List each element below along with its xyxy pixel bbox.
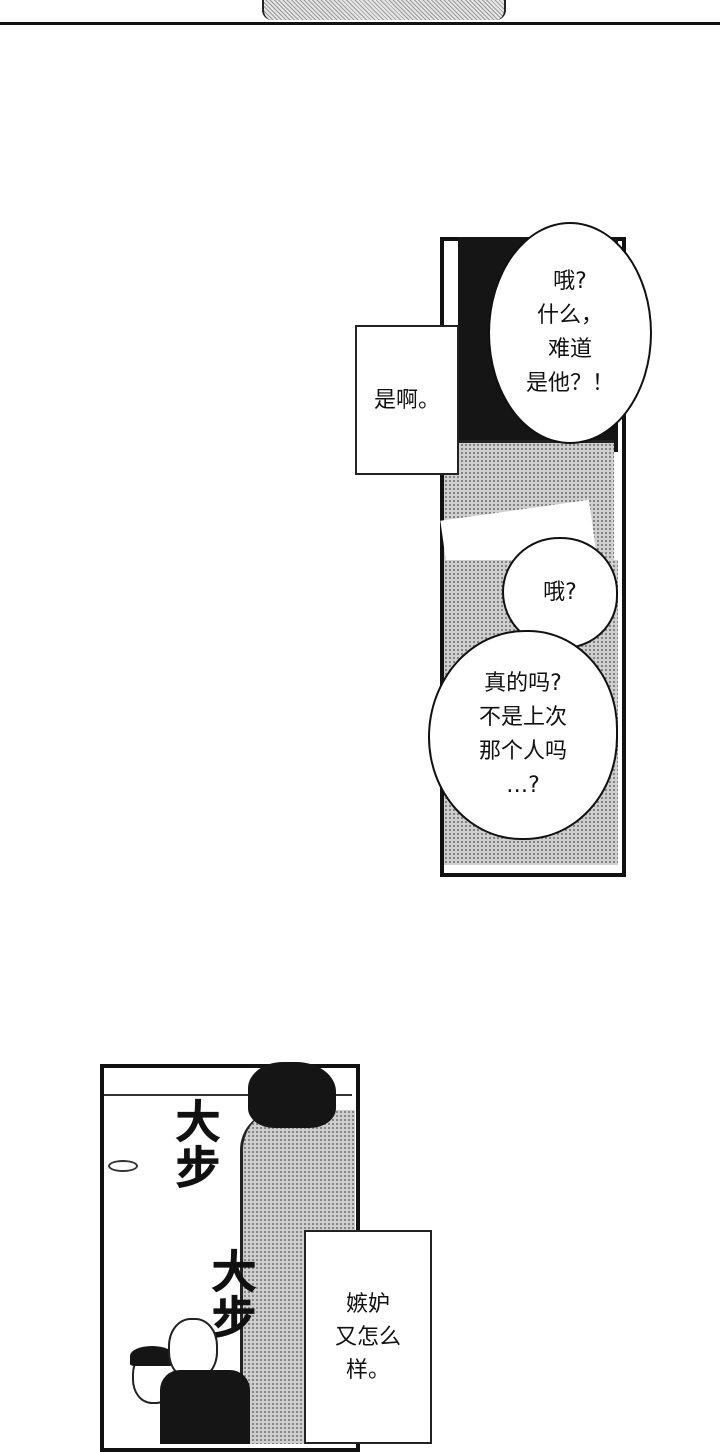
speech-text-top: 哦? 什么， 难道 是他？！ (525, 268, 614, 397)
friend-jacket (160, 1370, 250, 1444)
speech-text-middle: 哦? (543, 579, 577, 605)
friend-face-right (168, 1318, 218, 1380)
narration-box: 是啊。 (355, 325, 459, 475)
friend-hair-left (130, 1346, 174, 1366)
previous-panel-figure (262, 0, 506, 20)
walking-man-head (248, 1062, 336, 1128)
speech-bubble-bottom: 真的吗? 不是上次 那个人吗 …? (428, 630, 618, 840)
narration-text-2: 嫉妒 又怎么 样。 (334, 1291, 401, 1383)
ceiling-line (104, 1068, 352, 1096)
narration-box-2: 嫉妒 又怎么 样。 (304, 1230, 432, 1444)
speech-bubble-top: 哦? 什么， 难道 是他？！ (488, 222, 652, 444)
speech-text-bottom: 真的吗? 不是上次 那个人吗 …? (478, 670, 567, 799)
sfx-text-1: 大 步 (176, 1097, 221, 1195)
narration-text: 是啊。 (373, 387, 440, 413)
speech-bubble-middle: 哦? (502, 537, 618, 649)
ceiling-lamp (108, 1160, 138, 1172)
sfx-text-2: 大 步 (212, 1247, 257, 1345)
